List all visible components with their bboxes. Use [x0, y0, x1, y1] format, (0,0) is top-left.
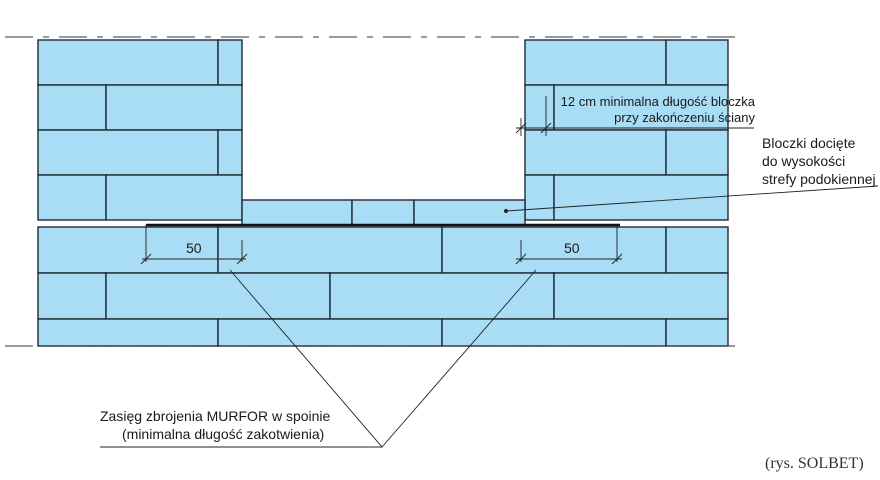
wall-block [441, 226, 667, 274]
reinforcement-label-line1: Zasięg zbrojenia MURFOR w spoinie [100, 408, 331, 424]
wall-block [553, 272, 729, 320]
dimension-left-50 [140, 225, 248, 265]
min-block-length-label-line2: przy zakończeniu ściany [614, 110, 755, 125]
cut-block [413, 199, 526, 226]
wall-block [217, 226, 443, 274]
wall-block [524, 39, 667, 86]
wall-block [37, 39, 219, 86]
wall-block [441, 318, 667, 347]
wall-block [553, 84, 729, 131]
wall-block [105, 174, 243, 221]
wall-block [665, 129, 729, 176]
wall-block [37, 84, 107, 131]
cut-blocks-label-line3: strefy podokiennej [762, 171, 876, 187]
wall-block [217, 39, 243, 86]
wall-block [665, 226, 729, 274]
wall-block [105, 272, 331, 320]
cut-block [241, 199, 353, 226]
wall-block [553, 174, 729, 221]
dimension-left-label: 50 [186, 240, 202, 256]
min-block-length-dimension [515, 96, 754, 136]
wall-block [217, 129, 243, 176]
wall-block [217, 318, 443, 347]
wall-block [37, 174, 107, 221]
wall-block [665, 39, 729, 86]
cut-blocks-leader-dot [504, 209, 508, 213]
cut-blocks-leader-line [505, 185, 879, 212]
dimension-right-label: 50 [564, 240, 580, 256]
wall-block [37, 226, 219, 274]
masonry-wall [37, 39, 729, 347]
wall-block [329, 272, 555, 320]
wall-block [37, 272, 107, 320]
reinforcement-label-line2: (minimalna długość zakotwienia) [122, 426, 324, 442]
cut-blocks-sill-strip [241, 199, 526, 226]
wall-block [524, 84, 555, 131]
reinforcement-leader-lines [100, 269, 537, 448]
cut-blocks-label-line2: do wysokości [762, 153, 845, 169]
min-block-length-label-line1: 12 cm minimalna długość bloczka [561, 94, 756, 109]
cut-block [351, 199, 415, 226]
wall-block [665, 318, 729, 347]
cut-blocks-label-line1: Bloczki docięte [762, 135, 856, 151]
wall-block [37, 318, 219, 347]
wall-block [524, 174, 555, 221]
dimension-right-50 [515, 225, 623, 265]
wall-block [37, 129, 219, 176]
wall-block [105, 84, 243, 131]
drawing-credit: (rys. SOLBET) [765, 455, 864, 472]
wall-block [524, 129, 667, 176]
